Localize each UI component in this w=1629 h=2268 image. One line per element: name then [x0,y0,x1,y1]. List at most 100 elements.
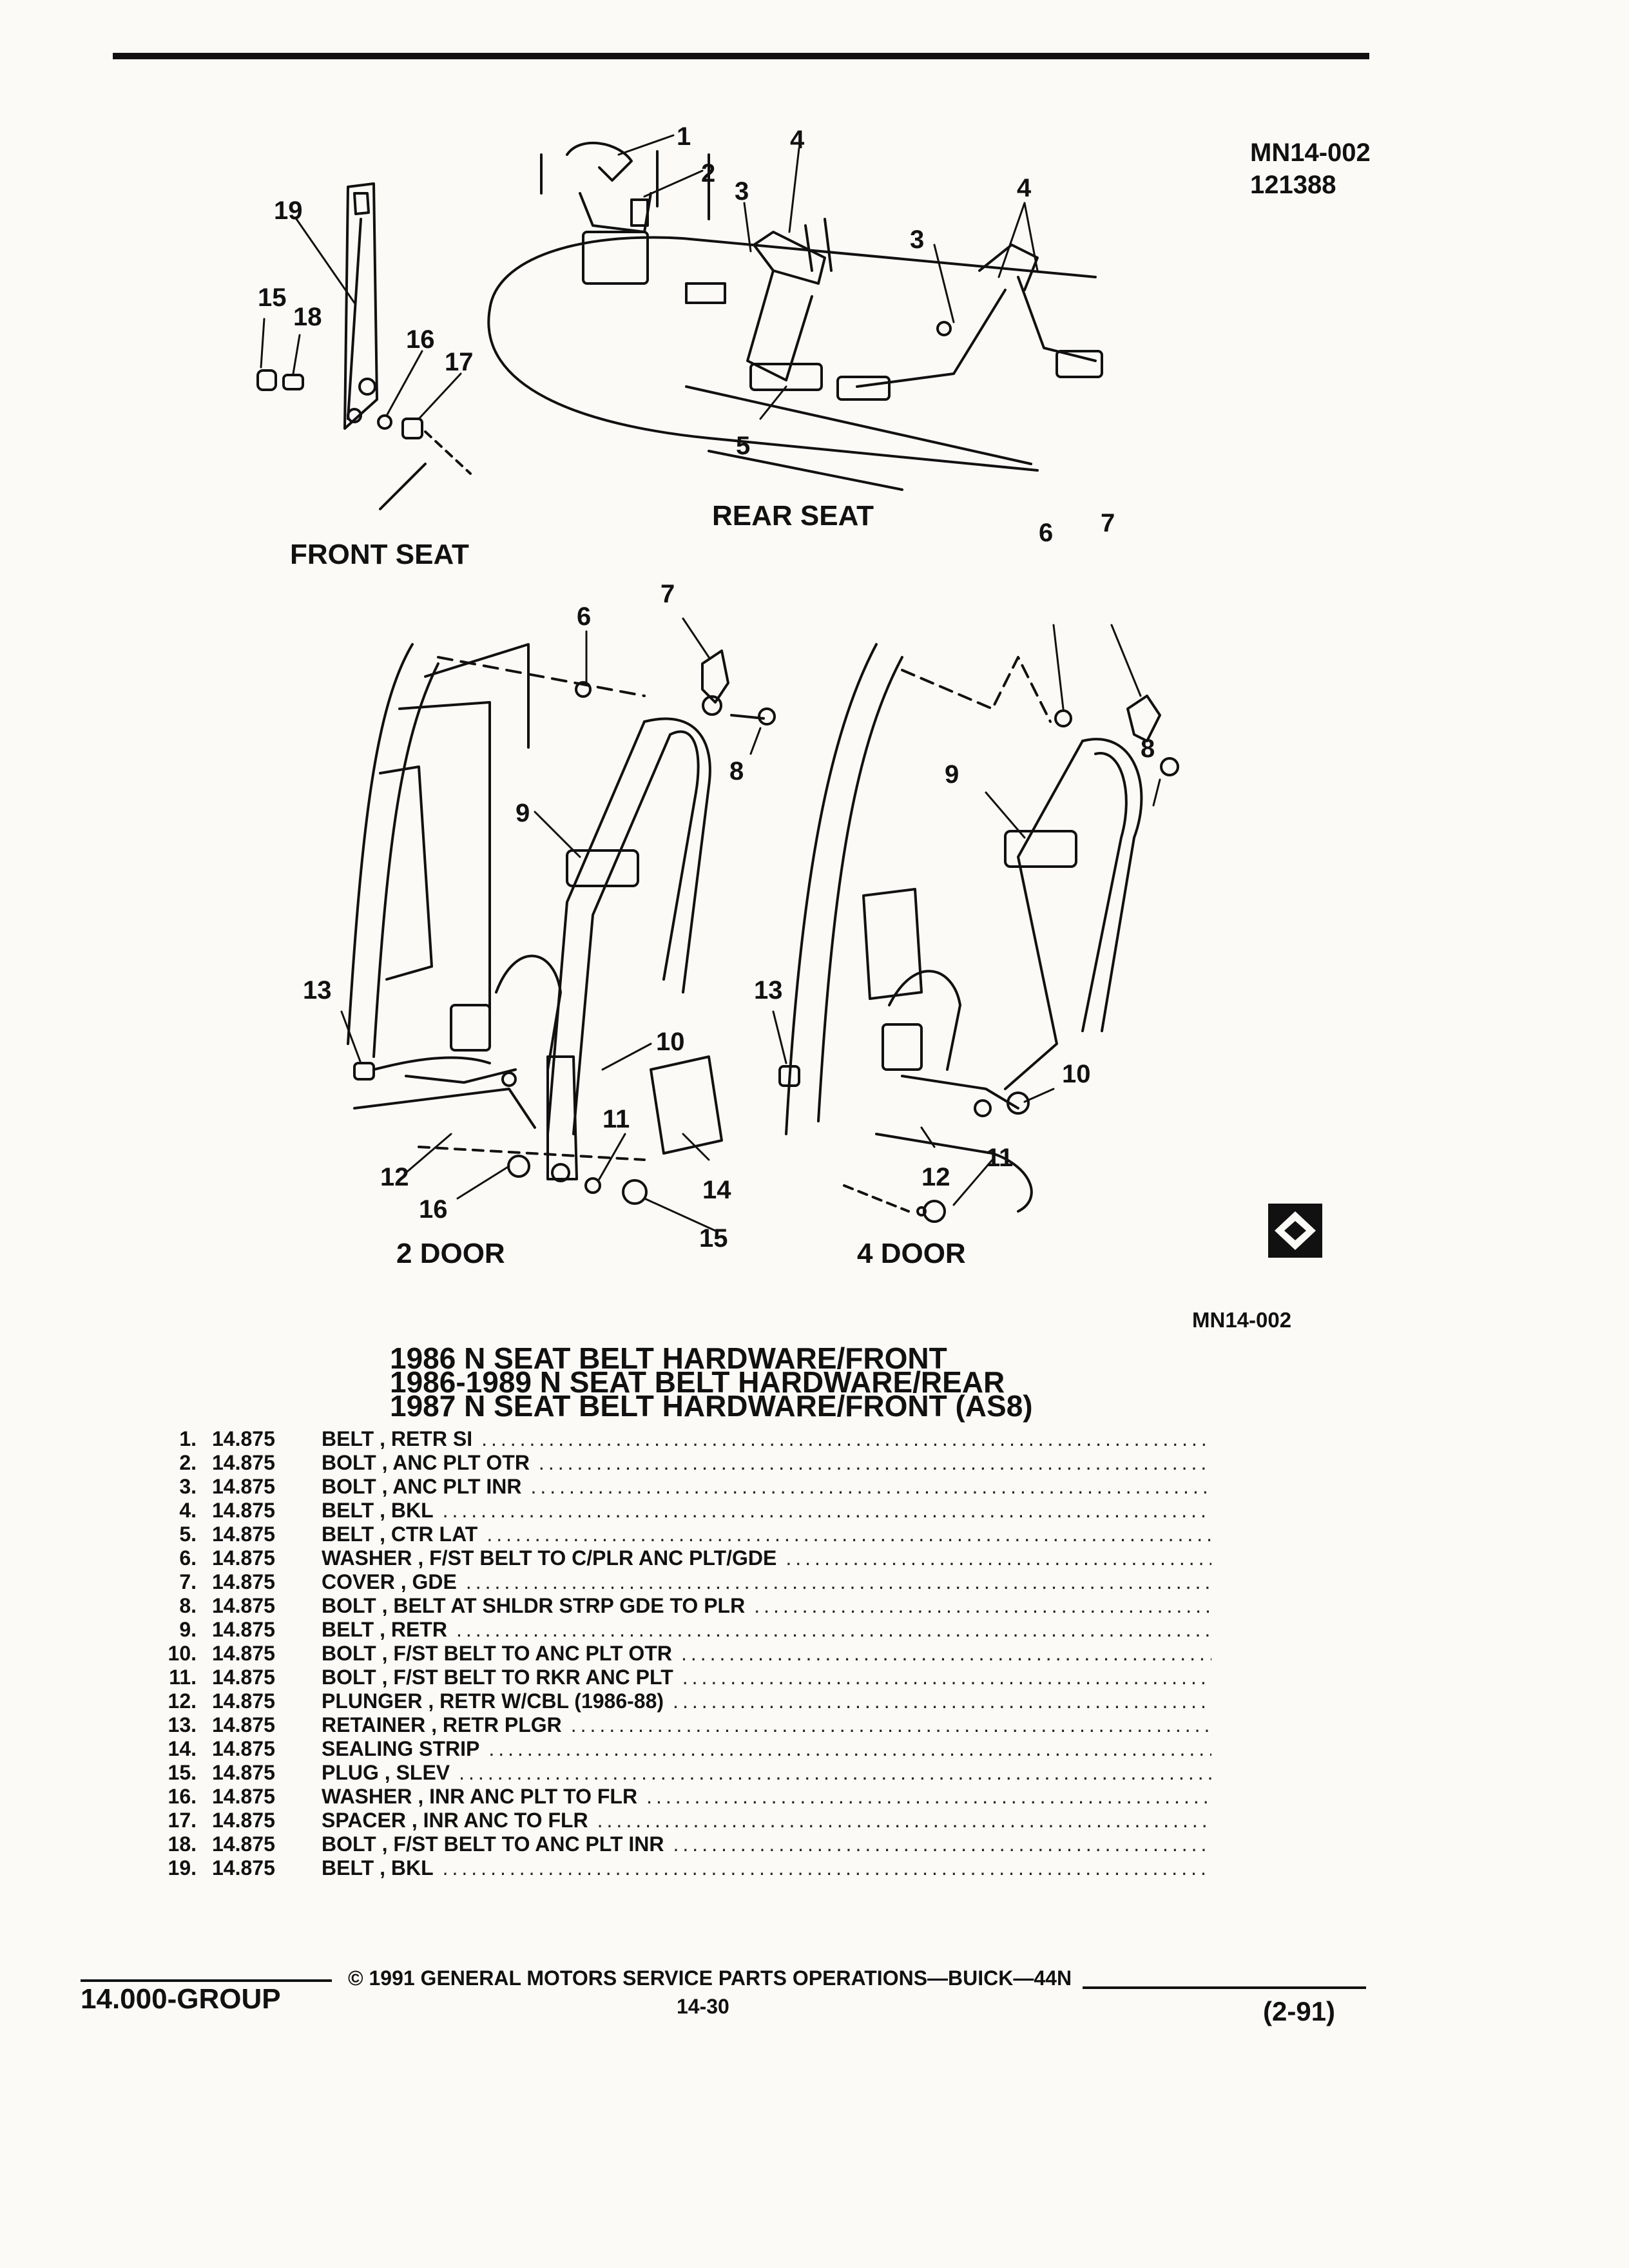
callout-16b: 16 [419,1195,448,1224]
callout-11b: 11 [986,1144,1013,1172]
front-seat-buckle-assembly [256,182,472,510]
callout-1: 1 [677,122,691,151]
part-group-code: 14.875 [212,1427,275,1450]
part-group-code: 14.875 [212,1570,275,1593]
two-door-assembly [347,643,776,1205]
part-description: BELT , BKL [322,1499,434,1522]
callout-7b: 7 [1101,509,1115,537]
footer-date: (2-91) [1263,1996,1336,2026]
dot-leader: ........................................… [442,1856,1211,1879]
dot-leader: ........................................… [646,1785,1211,1808]
part-number: 7. [179,1570,197,1593]
top-rule [113,53,1369,59]
part-number: 9. [179,1618,197,1641]
callout-16: 16 [406,325,435,354]
title-line-3: 1987 N SEAT BELT HARDWARE/FRONT (AS8) [390,1389,1033,1423]
part-group-code: 14.875 [212,1785,275,1808]
callout-18: 18 [293,303,322,331]
dot-leader: ........................................… [465,1570,1211,1593]
dot-leader: ........................................… [570,1713,1211,1736]
part-description: BOLT , ANC PLT OTR [322,1451,530,1474]
part-group-code: 14.875 [212,1737,275,1760]
part-number: 16. [168,1785,197,1808]
callout-15b: 15 [699,1224,728,1253]
part-description: WASHER , F/ST BELT TO C/PLR ANC PLT/GDE [322,1546,777,1570]
seat-belt-diagram: 1 2 3 4 3 4 5 19 15 18 16 17 6 7 8 9 13 … [256,122,1322,1269]
part-group-code: 14.875 [212,1809,275,1832]
callout-7: 7 [660,580,675,608]
rear-seat-assembly [487,141,1103,491]
callout-19: 19 [274,197,303,225]
part-number: 5. [179,1523,197,1546]
part-description: BOLT , BELT AT SHLDR STRP GDE TO PLR [322,1594,746,1617]
part-number: 13. [168,1713,197,1736]
dot-leader: ........................................… [754,1594,1211,1617]
callout-4b: 4 [1017,174,1032,202]
callout-11: 11 [602,1105,630,1133]
dot-leader: ........................................… [673,1689,1211,1713]
part-description: BELT , RETR SI [322,1427,473,1450]
part-group-code: 14.875 [212,1499,275,1522]
footer-copyright: © 1991 GENERAL MOTORS SERVICE PARTS OPER… [348,1966,1072,1990]
part-row: 14. 14.875 SEALING STRIP..................… [148,1737,1211,1761]
callout-8b: 8 [1141,735,1155,763]
part-number: 6. [179,1546,197,1570]
part-number: 14. [168,1737,197,1760]
callout-9b: 9 [945,760,959,789]
section-titles: 1986 N SEAT BELT HARDWARE/FRONT 1986-198… [390,1343,1033,1423]
part-row: 7. 14.875 COVER , GDE.....................… [148,1570,1211,1594]
title-line-2: 1986-1989 N SEAT BELT HARDWARE/REAR [390,1365,1005,1399]
part-number: 8. [179,1594,197,1617]
part-description: PLUNGER , RETR W/CBL (1986-88) [322,1689,664,1713]
header-codes: MN14-002 121388 [1250,137,1371,201]
part-row: 18. 14.875 BOLT , F/ST BELT TO ANC PLT INR… [148,1832,1211,1856]
dot-leader: ........................................… [481,1427,1211,1450]
part-group-code: 14.875 [212,1618,275,1641]
part-row: 6. 14.875 WASHER , F/ST BELT TO C/PLR ANC … [148,1546,1211,1570]
callout-3b: 3 [910,226,924,254]
part-description: BELT , CTR LAT [322,1523,478,1546]
part-number: 4. [179,1499,197,1522]
part-description: PLUG , SLEV [322,1761,450,1784]
part-number: 10. [168,1642,197,1665]
part-number: 17. [168,1809,197,1832]
dot-leader: ........................................… [680,1642,1211,1665]
part-group-code: 14.875 [212,1713,275,1736]
gm-parts-logo [1268,1204,1322,1258]
part-description: BELT , RETR [322,1618,447,1641]
callout-17: 17 [445,348,474,376]
part-description: RETAINER , RETR PLGR [322,1713,562,1736]
callout-6b: 6 [1039,519,1053,547]
callout-13b: 13 [754,976,783,1004]
callout-14: 14 [702,1176,731,1204]
dot-leader: ........................................… [442,1499,1211,1522]
part-group-code: 14.875 [212,1475,275,1498]
part-description: BOLT , F/ST BELT TO ANC PLT INR [322,1832,664,1856]
part-description: COVER , GDE [322,1570,457,1593]
callout-15: 15 [258,284,287,312]
callout-leaders [260,134,1161,1232]
callout-6: 6 [577,602,591,631]
dot-leader: ........................................… [786,1546,1211,1570]
callout-2: 2 [701,159,715,187]
part-group-code: 14.875 [212,1642,275,1665]
dot-leader: ........................................… [488,1737,1211,1760]
dot-leader: ........................................… [456,1618,1211,1641]
part-description: BOLT , F/ST BELT TO RKR ANC PLT [322,1666,673,1689]
part-group-code: 14.875 [212,1832,275,1856]
callout-8: 8 [729,757,744,785]
part-number: 18. [168,1832,197,1856]
label-rear-seat: REAR SEAT [712,500,874,532]
callout-9: 9 [516,799,530,827]
callout-13: 13 [303,976,332,1004]
part-group-code: 14.875 [212,1546,275,1570]
part-description: SEALING STRIP [322,1737,480,1760]
dot-leader: ........................................… [597,1809,1211,1832]
part-group-code: 14.875 [212,1689,275,1713]
